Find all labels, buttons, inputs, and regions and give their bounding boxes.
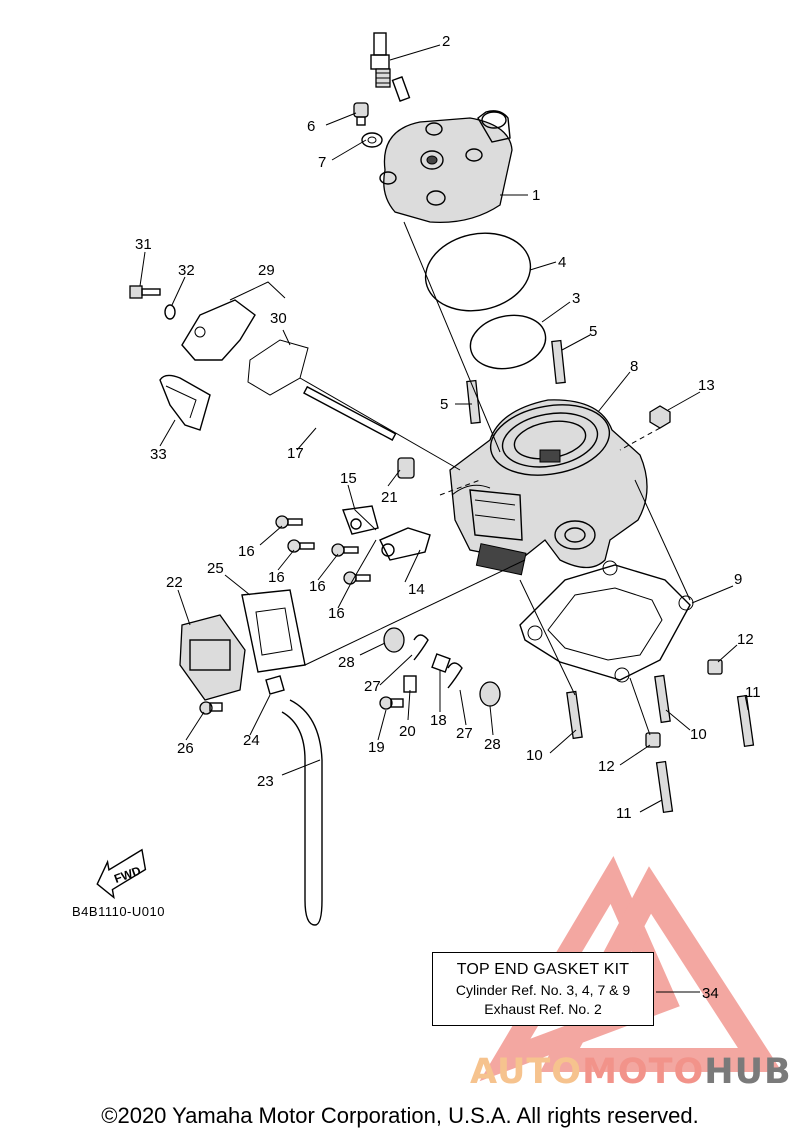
part-label: 21 (381, 489, 398, 506)
part-number-labels: 2 1 4 3 5 5 6 7 8 13 9 12 11 10 10 12 11… (135, 33, 761, 1002)
part-label: 16 (268, 569, 285, 586)
base-gasket (519, 560, 694, 683)
part-label: 33 (150, 446, 167, 463)
assembly-lines (299, 221, 691, 736)
part-label: 27 (364, 678, 381, 695)
part-label: 5 (440, 396, 448, 413)
part-label: 14 (408, 581, 425, 598)
part-label: 26 (177, 740, 194, 757)
valve-cover-bracket (159, 299, 309, 431)
gasket-kit-cylinder-refs: Cylinder Ref. No. 3, 4, 7 & 9 (455, 982, 631, 998)
gasket-kit-exhaust-refs: Exhaust Ref. No. 2 (484, 1001, 602, 1017)
head-washer (361, 132, 383, 148)
breather-hose (281, 699, 323, 926)
svg-text:FWD: FWD (112, 863, 143, 886)
part-label: 28 (338, 654, 355, 671)
small-valve-fittings (379, 627, 501, 710)
part-label: 12 (737, 631, 754, 648)
part-label: 12 (598, 758, 615, 775)
part-label: 11 (745, 684, 761, 701)
part-label: 15 (340, 470, 357, 487)
part-label: 19 (368, 739, 385, 756)
cylinder-nut (649, 405, 671, 429)
part-label: 11 (616, 805, 632, 822)
copyright-notice: ©2020 Yamaha Motor Corporation, U.S.A. A… (101, 1103, 699, 1128)
part-label: 22 (166, 574, 183, 591)
part-label: 20 (399, 723, 416, 740)
part-label: 27 (456, 725, 473, 742)
valve-screws (275, 515, 371, 585)
part-label: 18 (430, 712, 447, 729)
part-label: 4 (558, 254, 566, 271)
part-label: 5 (589, 323, 597, 340)
part-label: 25 (207, 560, 224, 577)
part-label: 16 (328, 605, 345, 622)
gasket-kit-box: TOP END GASKET KIT Cylinder Ref. No. 3, … (432, 952, 654, 1026)
part-label: 17 (287, 445, 304, 462)
part-label: 8 (630, 358, 638, 375)
watermark-auto: AUTO (470, 1052, 583, 1092)
part-label: 32 (178, 262, 195, 279)
part-label: 31 (135, 236, 152, 253)
cylinder (449, 399, 648, 576)
part-label: 23 (257, 773, 274, 790)
spark-plug (370, 32, 411, 102)
watermark-logo-text: AUTOMOTOHUB (470, 1052, 792, 1092)
part-label: 9 (734, 571, 742, 588)
part-label: 16 (238, 543, 255, 560)
part-label: 10 (526, 747, 543, 764)
fwd-arrow-icon: FWD (96, 848, 147, 900)
bracket-washer (164, 304, 176, 320)
leader-lines (139, 44, 749, 993)
gasket-kit-title: TOP END GASKET KIT (456, 961, 630, 978)
part-label: 28 (484, 736, 501, 753)
bracket-bolt (129, 285, 161, 299)
part-label: 30 (270, 310, 287, 327)
part-label: 16 (309, 578, 326, 595)
part-label: 24 (243, 732, 260, 749)
part-label: 7 (318, 154, 326, 171)
watermark-moto: MOTO (582, 1052, 705, 1092)
power-valve-cover (179, 589, 306, 715)
o-ring-large (424, 232, 532, 312)
head-bolt (353, 102, 369, 126)
stud-bolt (466, 339, 566, 425)
part-label: 29 (258, 262, 275, 279)
watermark-hub: HUB (704, 1052, 792, 1092)
part-label: 13 (698, 377, 715, 394)
diagram-code: B4B1110-U010 (72, 904, 165, 919)
part-label: 10 (690, 726, 707, 743)
cylinder-head (379, 110, 513, 224)
part-label: 6 (307, 118, 315, 135)
part-label: 3 (572, 290, 580, 307)
part-label: 34 (702, 985, 719, 1002)
exhaust-valve-parts (303, 385, 491, 561)
lower-studs (566, 659, 755, 814)
part-label: 2 (442, 33, 450, 50)
o-ring-small (469, 314, 547, 370)
part-label: 1 (532, 187, 540, 204)
